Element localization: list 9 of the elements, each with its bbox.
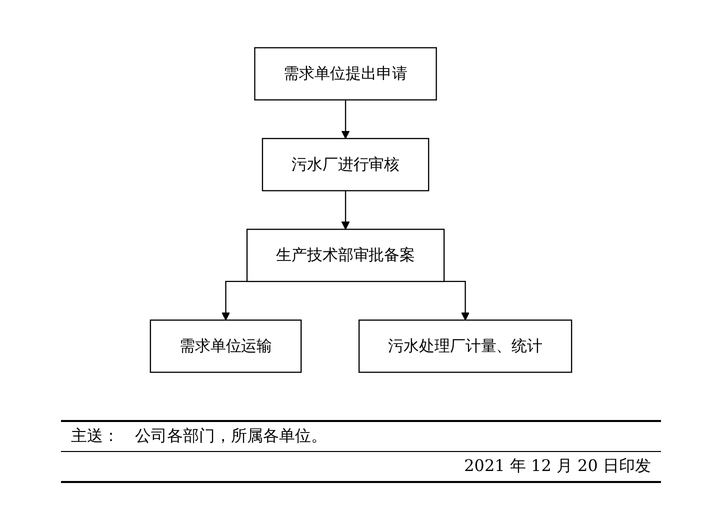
node-box: 需求单位提出申请 <box>254 47 437 100</box>
node-box: 需求单位运输 <box>150 320 302 373</box>
node-box: 污水处理厂计量、统计 <box>358 320 572 373</box>
node-box: 污水厂进行审核 <box>262 138 430 192</box>
arrow <box>341 190 350 230</box>
issue-date: 2021 年 12 月 20 日印发 <box>464 456 651 477</box>
distribution-note: 主送： 公司各部门，所属各单位。 <box>71 426 327 447</box>
arrow <box>341 99 350 139</box>
node-box: 生产技术部审批备案 <box>246 228 445 282</box>
